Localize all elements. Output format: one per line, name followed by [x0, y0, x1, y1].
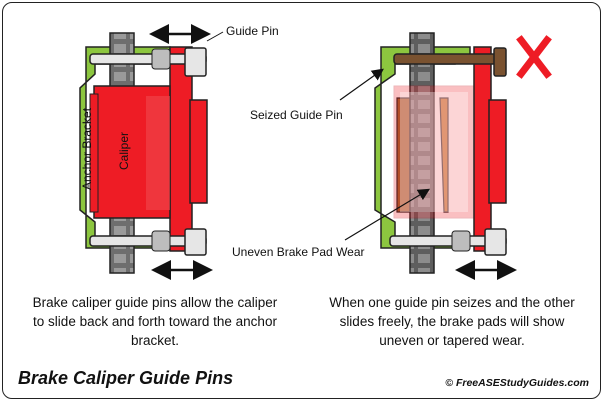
diagram-title: Brake Caliper Guide Pins — [18, 368, 234, 388]
credit-text: © FreeASEStudyGuides.com — [445, 377, 589, 389]
caliper-label: Caliper — [117, 132, 131, 170]
anchor-bracket-label: Anchor Bracket — [80, 107, 94, 190]
left-assembly — [79, 24, 224, 280]
caption-left: Brake caliper guide pins allow the calip… — [32, 295, 278, 348]
seized-pin-pointer — [339, 68, 384, 101]
caliper-body-right — [393, 85, 475, 219]
seized-x-mark — [516, 35, 552, 79]
rotor-right — [409, 32, 435, 274]
right-assembly — [374, 32, 552, 280]
caption-right: When one guide pin seizes and the other … — [329, 295, 575, 348]
seized-guide-pin — [393, 53, 503, 65]
outer-pad-right — [439, 97, 449, 213]
caliper-outer-left — [169, 46, 193, 252]
uneven-wear-label: Uneven Brake Pad Wear — [232, 245, 365, 259]
seized-guide-pin-label: Seized Guide Pin — [250, 108, 343, 122]
guide-pin-label: Guide Pin — [226, 24, 279, 38]
uneven-wear-pointer — [344, 188, 431, 241]
